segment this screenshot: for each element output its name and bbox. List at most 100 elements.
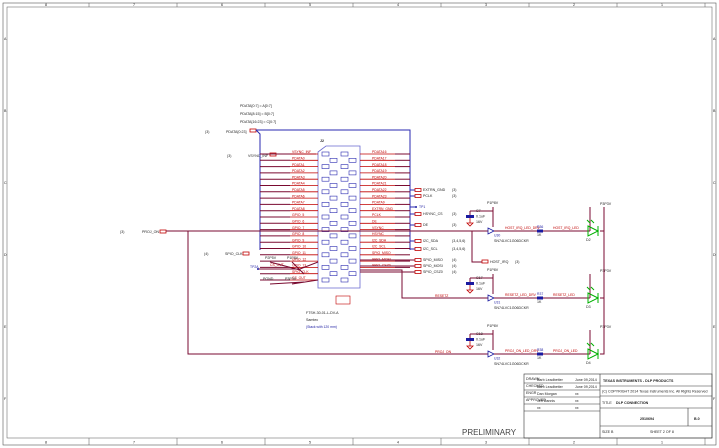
right-port-ref: (4) <box>452 270 456 274</box>
resistor-value: 1K <box>537 233 542 237</box>
sheet-number: SHEET 2 OF 8 <box>650 430 674 434</box>
connector-pin-label: PDATA20 <box>372 175 387 179</box>
host-irq-ref: (3) <box>515 260 519 264</box>
led-icon <box>586 286 600 304</box>
wire-resetz <box>360 269 488 299</box>
connector-pin-label: GPIO_11 <box>292 251 306 255</box>
col-marker: 2 <box>573 3 575 7</box>
signer-name: Jeff Dannis <box>537 399 555 403</box>
test-point[interactable] <box>415 206 417 208</box>
ground-icon <box>466 341 474 350</box>
sheet-inner-border <box>6 6 713 439</box>
connector-pin-label: VSYNC <box>372 226 384 230</box>
net-label: PROJ_ON_LED_DRV <box>505 349 539 353</box>
pin-box <box>321 151 330 157</box>
net-label: PROJ_ON <box>435 350 452 354</box>
connector-pin-label: PDATA3 <box>292 175 305 179</box>
right-port[interactable] <box>414 270 422 274</box>
col-marker: 6 <box>221 441 223 445</box>
port-spio-clk[interactable] <box>242 251 250 256</box>
led-ref: D4 <box>586 361 591 365</box>
buffer-symbol <box>487 350 495 358</box>
right-port-ref: (3) <box>452 223 456 227</box>
resistor <box>537 296 543 300</box>
cap-voltage: 16V <box>476 287 483 291</box>
net-label: HOST_IRQ_LED_DRV <box>505 226 541 230</box>
port-ref: (3) <box>227 154 231 158</box>
revision: B.0 <box>694 417 700 421</box>
connector-pin-label: PDATA16 <box>372 150 387 154</box>
pin-box <box>340 277 349 283</box>
resistor-ref: R38 <box>537 348 543 352</box>
col-marker: 4 <box>397 441 399 445</box>
right-port[interactable] <box>414 239 422 243</box>
cap-ref: C7 <box>476 209 481 213</box>
connector-pin-label: PDATA9 <box>372 201 385 205</box>
signer-date: xx <box>575 406 579 410</box>
pin-box <box>348 208 357 213</box>
row-marker: B <box>713 109 716 113</box>
led-icon <box>586 219 600 237</box>
pin-box <box>340 214 349 220</box>
bus-note: PDATA[0:7] = A[0:7] <box>240 104 272 108</box>
right-port[interactable] <box>414 264 422 268</box>
rail-label: P3P3V <box>285 277 297 281</box>
rail-label: P1P8V <box>487 268 499 272</box>
bus-note: PDATA[16:23] = C[0:7] <box>240 120 276 124</box>
connector-ground-pins <box>335 295 351 305</box>
col-marker: 7 <box>133 441 135 445</box>
signer-date: xx <box>575 392 579 396</box>
connector-pin-label: GPIO_10 <box>292 245 306 249</box>
right-port[interactable] <box>414 188 422 192</box>
port-label-spio-clk: SPIO_CLK <box>225 252 243 256</box>
signer-role: ENGR <box>526 391 537 395</box>
capacitor <box>466 215 474 218</box>
ic-ref: U31 <box>494 301 500 305</box>
led-driver-circuit: P1P8VC70.1uF16VU30SN74LVC1G06DCKRHOST_IR… <box>466 201 612 243</box>
led-ref: D2 <box>586 238 591 242</box>
col-marker: 2 <box>573 441 575 445</box>
cap-value: 0.1uF <box>476 338 486 342</box>
ic-ref: U30 <box>494 234 500 238</box>
port-proj-on[interactable] <box>159 229 167 234</box>
right-port[interactable] <box>414 194 422 198</box>
right-port-label: SPIO_MOSI <box>423 264 443 268</box>
pin-box <box>340 164 349 169</box>
row-marker: A <box>4 37 7 41</box>
connector-pin-label: PDATA2 <box>292 169 305 173</box>
led-icon <box>586 342 600 360</box>
signer-role: APPROVED <box>526 398 546 402</box>
right-ports: EXTRN_GND(3)PCLK(3)TP1HSYNC_CS(3)DE(3)I2… <box>360 188 465 274</box>
cap-voltage: 16V <box>476 220 483 224</box>
port-pdata[interactable] <box>249 128 257 133</box>
led-ref: D3 <box>586 305 591 309</box>
pin-box <box>340 189 349 195</box>
test-point[interactable] <box>257 268 259 270</box>
row-marker: B <box>4 109 7 113</box>
connector-pin-label: PDATA0 <box>292 157 305 161</box>
company-name: TEXAS INSTRUMENTS - DLP PRODUCTS <box>603 379 674 383</box>
ic-part: SN74LVC1G06DCKR <box>494 306 529 310</box>
right-port-ref: (3) <box>452 212 456 216</box>
buffer-symbol <box>487 227 495 235</box>
connector-pin-label: PCLK <box>372 213 382 217</box>
net-label: RESETZ_LED <box>553 293 575 297</box>
right-port[interactable] <box>414 247 422 251</box>
port-host-irq[interactable] <box>481 259 489 264</box>
row-marker: D <box>713 253 716 257</box>
right-port[interactable] <box>414 258 422 262</box>
connector-pin-label: PDATA8 <box>292 207 305 211</box>
right-port[interactable] <box>414 212 422 216</box>
drawing-number: 2510694 <box>640 417 654 421</box>
led-driver-circuit: P1P8VC170.1uF16VU31SN74LVC1G06DCKRRESETZ… <box>435 268 612 310</box>
col-marker: 7 <box>133 3 135 7</box>
connector-pin-label: PDATA21 <box>372 182 387 186</box>
right-port[interactable] <box>414 223 422 227</box>
connector-pin-label: GPIO_7 <box>292 226 304 230</box>
connector-body <box>317 145 361 289</box>
preliminary-stamp: PRELIMINARY <box>462 428 517 437</box>
signer-date: June 09,2014 <box>575 378 597 382</box>
connector-pin-label: PDATA1 <box>292 163 305 167</box>
